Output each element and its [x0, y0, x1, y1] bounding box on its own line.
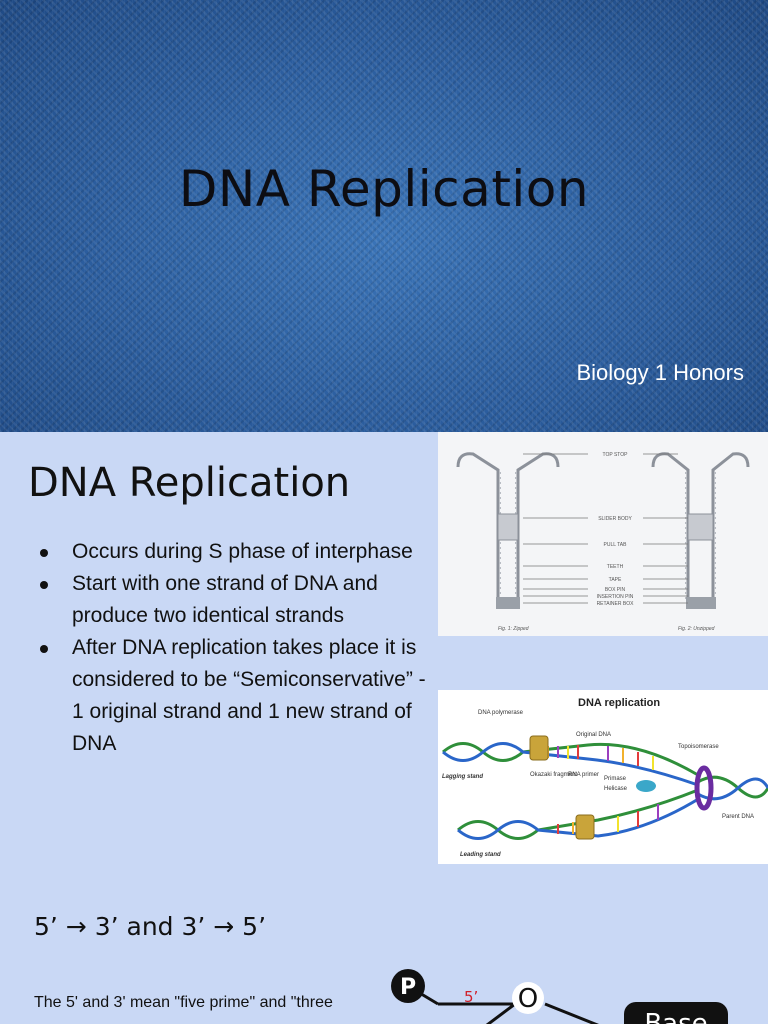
dna-label-topoisomerase: Topoisomerase: [678, 744, 719, 750]
zipper-label: TOP STOP: [602, 452, 628, 458]
zipper-label: BOX PIN: [605, 587, 626, 593]
phosphate-label: P: [400, 975, 416, 1000]
zipper-caption: Fig. 1: Zipped: [498, 626, 529, 632]
zipper-caption: Fig. 2: Unzipped: [678, 626, 715, 632]
zipper-diagram: TOP STOP SLIDER BODY PULL TAB TEETH TAPE…: [438, 432, 768, 636]
five-prime-label: 5’: [464, 988, 478, 1006]
slide-body-text: The 5' and 3' mean "five prime" and "thr…: [34, 994, 333, 1011]
slide-title: DNA Replication: [178, 160, 590, 218]
oxygen-icon: [512, 982, 544, 1014]
polymerase-shape: [529, 735, 549, 761]
zipper-label: TAPE: [609, 577, 622, 583]
dna-figure-title: DNA replication: [578, 697, 660, 709]
nucleotide-diagram: P O 5’ Base: [391, 969, 728, 1024]
title-slide: DNA Replication Biology 1 Honors: [0, 0, 768, 432]
slide-heading: DNA Replication: [28, 460, 351, 506]
base-label: Base: [644, 1009, 707, 1024]
bullet-list: Occurs during S phase of interphase Star…: [30, 536, 440, 760]
prime-slide: 5’ → 3’ and 3’ → 5’ The 5' and 3' mean "…: [0, 864, 768, 1024]
phosphate-icon: [391, 969, 425, 1003]
dna-label-primase: Primase: [604, 776, 627, 782]
polymerase-shape: [575, 814, 595, 840]
bullet-dot-icon: [40, 645, 48, 653]
zipper-illustration: TOP STOP SLIDER BODY PULL TAB TEETH TAPE…: [456, 452, 750, 632]
dna-label-parent: Parent DNA: [722, 814, 754, 820]
dna-label-lagging: Lagging stand: [442, 774, 483, 780]
zipper-label: SLIDER BODY: [598, 516, 632, 522]
bullet-text: Start with one strand of DNA and produce…: [72, 572, 378, 627]
zipper-label: RETAINER BOX: [597, 601, 635, 607]
slide-subtitle: Biology 1 Honors: [576, 360, 744, 385]
bullet-text: Occurs during S phase of interphase: [72, 540, 413, 563]
helicase-shape: [636, 780, 656, 792]
dna-label-helicase: Helicase: [604, 786, 628, 792]
dna-label-polymerase: DNA polymerase: [478, 710, 524, 716]
oxygen-label: O: [518, 984, 538, 1014]
bullet-item: Occurs during S phase of interphase: [30, 536, 440, 568]
dna-label-okazaki: Okazaki fragment: [530, 772, 577, 778]
dna-illustration: DNA replication: [442, 697, 768, 858]
bullet-item: After DNA replication takes place it is …: [30, 632, 440, 760]
zipper-label: PULL TAB: [604, 542, 628, 548]
dna-label-leading: Leading stand: [460, 852, 501, 858]
bullet-dot-icon: [40, 549, 48, 557]
bullet-item: Start with one strand of DNA and produce…: [30, 568, 440, 632]
dna-label-original: Original DNA: [576, 732, 611, 738]
bullet-dot-icon: [40, 581, 48, 589]
slide-heading: 5’ → 3’ and 3’ → 5’: [34, 912, 267, 941]
topoisomerase-shape: [694, 765, 714, 811]
zipper-label: INSERTION PIN: [597, 594, 634, 600]
zipper-label: TEETH: [607, 564, 624, 570]
content-slide: DNA Replication Occurs during S phase of…: [0, 432, 768, 864]
dna-label-rna-primer: RNA primer: [568, 772, 599, 778]
dna-replication-diagram: DNA replication: [438, 690, 768, 864]
base-box: [624, 1002, 728, 1024]
bullet-text: After DNA replication takes place it is …: [72, 636, 426, 755]
